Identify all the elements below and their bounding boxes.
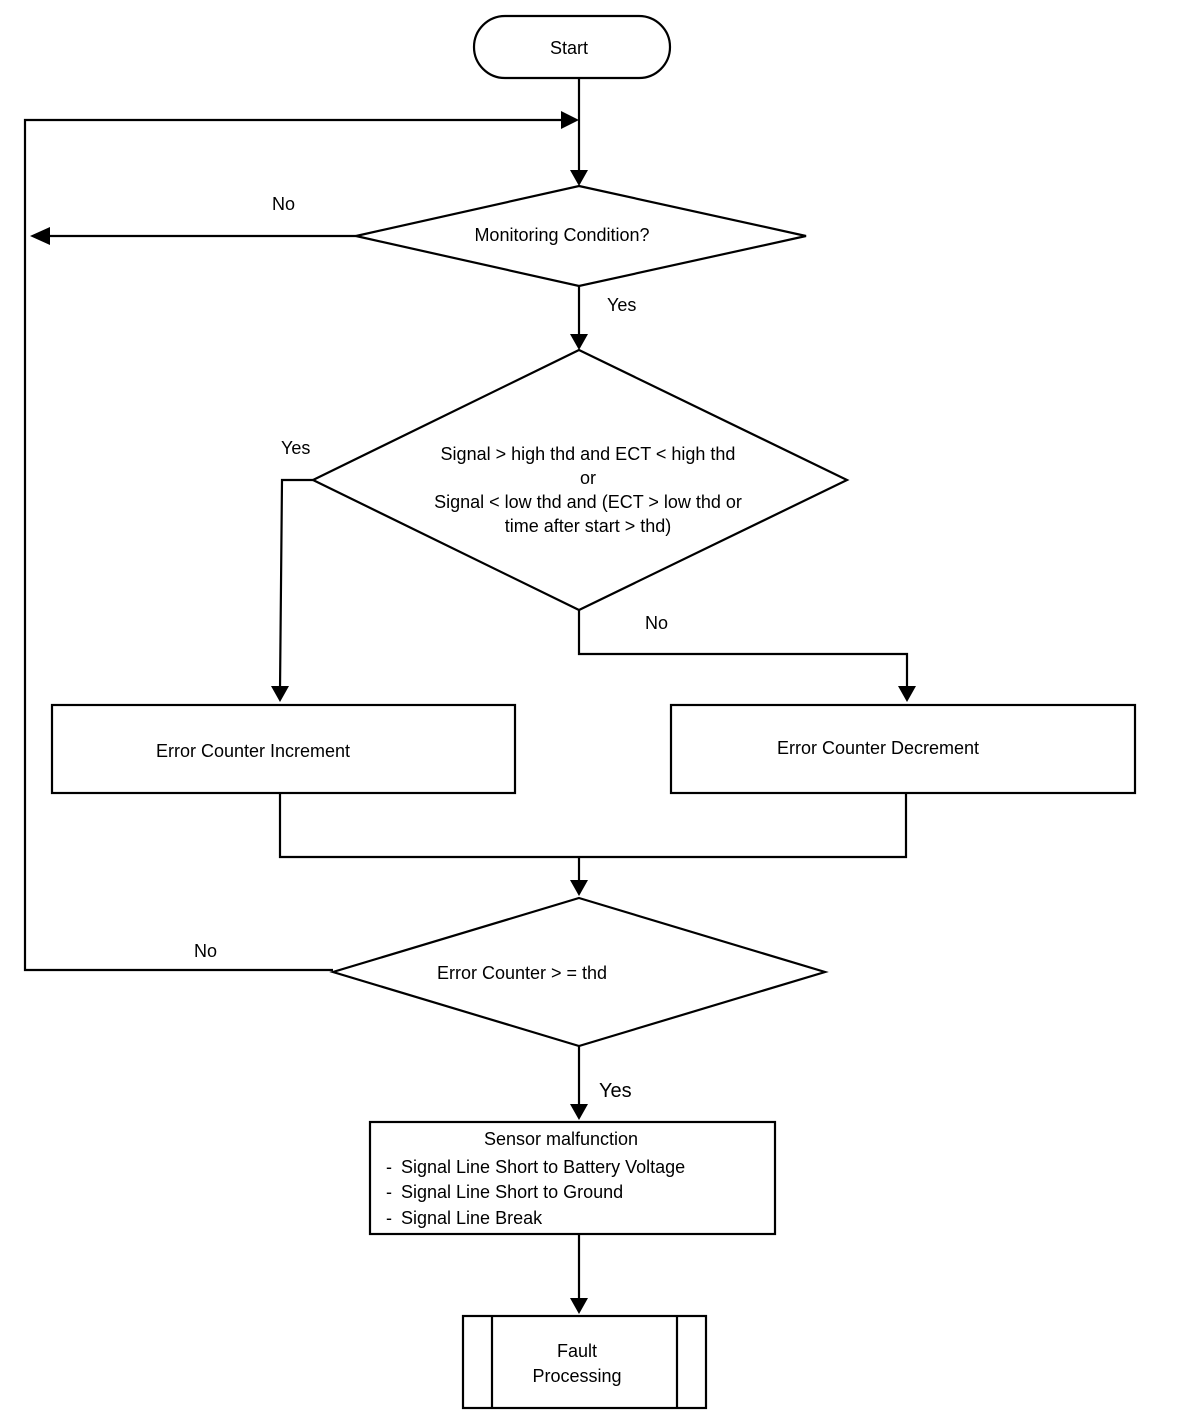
connector-merge [278,793,908,859]
arrowhead-decrement [898,686,916,702]
fault-processing-predefined [461,1314,708,1410]
edge-label-signal-yes: Yes [281,438,310,458]
signal-check-line-3: Signal < low thd and (ECT > low thd or [434,492,742,512]
decrement-label: Error Counter Decrement [777,738,979,758]
edge-label-monitoring-no: No [272,194,295,214]
signal-check-line-1: Signal > high thd and ECT < high thd [441,444,736,464]
connector-signal-yes [278,478,313,691]
malfunction-bullet-1: - [386,1157,392,1177]
arrowhead-counter-check [570,880,588,896]
arrowhead-monitoring-no [30,227,50,245]
arrowhead-fault [570,1298,588,1314]
malfunction-item-1: Signal Line Short to Battery Voltage [401,1157,685,1177]
monitoring-condition-label: Monitoring Condition? [474,225,649,245]
malfunction-item-2: Signal Line Short to Ground [401,1182,623,1202]
fault-label-line-2: Processing [532,1366,621,1386]
connector-signal-no [577,610,909,688]
malfunction-process [368,1120,777,1236]
signal-check-line-2: or [580,468,596,488]
start-label: Start [550,38,588,58]
counter-check-label: Error Counter > = thd [437,963,607,983]
malfunction-item-3: Signal Line Break [401,1208,543,1228]
start-terminal [472,14,672,80]
increment-process [50,703,517,795]
edge-label-monitoring-yes: Yes [607,295,636,315]
arrowhead-loop-back [561,111,579,129]
edge-label-signal-no: No [645,613,668,633]
fault-label-line-1: Fault [557,1341,597,1361]
arrowhead-monitoring [570,170,588,186]
decrement-process [669,703,1137,795]
edge-label-counter-no: No [194,941,217,961]
signal-check-line-4: time after start > thd) [505,516,672,536]
arrowhead-signal-check [570,334,588,350]
malfunction-bullet-3: - [386,1208,392,1228]
arrowhead-increment [271,686,289,702]
connector-loop-back [23,118,562,972]
malfunction-title: Sensor malfunction [484,1129,638,1149]
arrowhead-malfunction [570,1104,588,1120]
increment-label: Error Counter Increment [156,741,350,761]
malfunction-bullet-2: - [386,1182,392,1202]
edge-label-counter-yes: Yes [599,1080,632,1102]
